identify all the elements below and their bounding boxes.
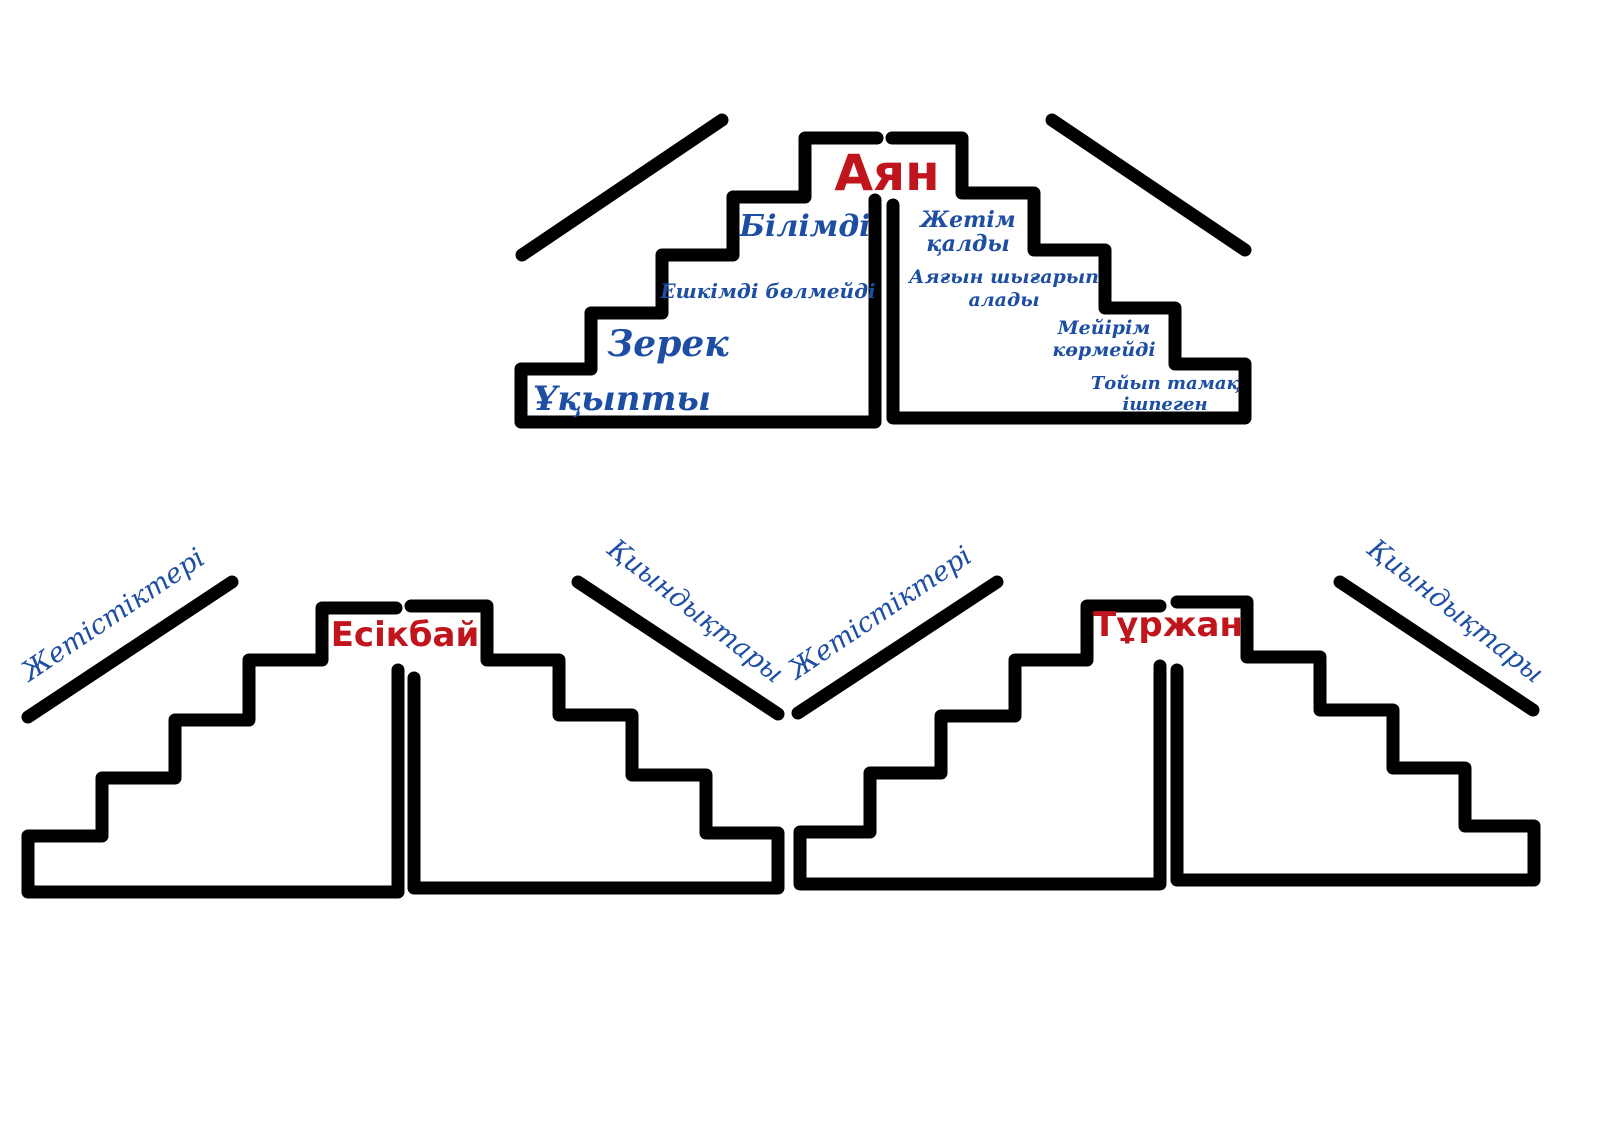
right-step-text: ішпеген — [1122, 394, 1207, 415]
left-step-text: Білімді — [738, 209, 870, 244]
student-name: Аян — [834, 144, 939, 202]
right-roof-line — [1045, 113, 1252, 257]
student-name: Есікбай — [331, 615, 480, 655]
left-staircase — [21, 601, 405, 899]
right-staircase — [885, 131, 1252, 425]
right-staircase — [404, 599, 785, 895]
diagram-ayan: Аян Білімді Ешкімді бөлмейді Зерек Ұқыпт… — [514, 113, 1252, 429]
diagram-turzhan: Тұржан Жетістіктері Қиындықтары — [781, 532, 1549, 891]
right-roof-line — [1333, 575, 1540, 717]
right-step-text: Аяғын шығарып — [907, 266, 1099, 288]
diagram-esikbai: Есікбай Жетістіктері Қиындықтары — [14, 532, 789, 899]
left-roof-line — [515, 113, 729, 262]
right-step-text: қалды — [926, 231, 1010, 257]
left-roof-line — [21, 575, 239, 724]
left-staircase — [514, 131, 884, 429]
left-step-text: Ұқыпты — [533, 379, 711, 419]
student-name: Тұржан — [1093, 605, 1243, 645]
left-step-text: Ешкімді бөлмейді — [659, 279, 875, 303]
right-step-text: Тойып тамақ — [1091, 373, 1240, 394]
right-step-text: Жетім — [918, 207, 1015, 233]
right-roof-line — [571, 575, 785, 721]
right-step-text: Мейірім — [1057, 317, 1151, 339]
right-step-text: алады — [968, 289, 1039, 311]
left-step-text: Зерек — [607, 323, 729, 365]
right-step-text: көрмейді — [1052, 339, 1155, 361]
right-staircase — [1170, 595, 1541, 887]
left-staircase — [793, 599, 1167, 891]
left-roof-line — [791, 575, 1004, 720]
